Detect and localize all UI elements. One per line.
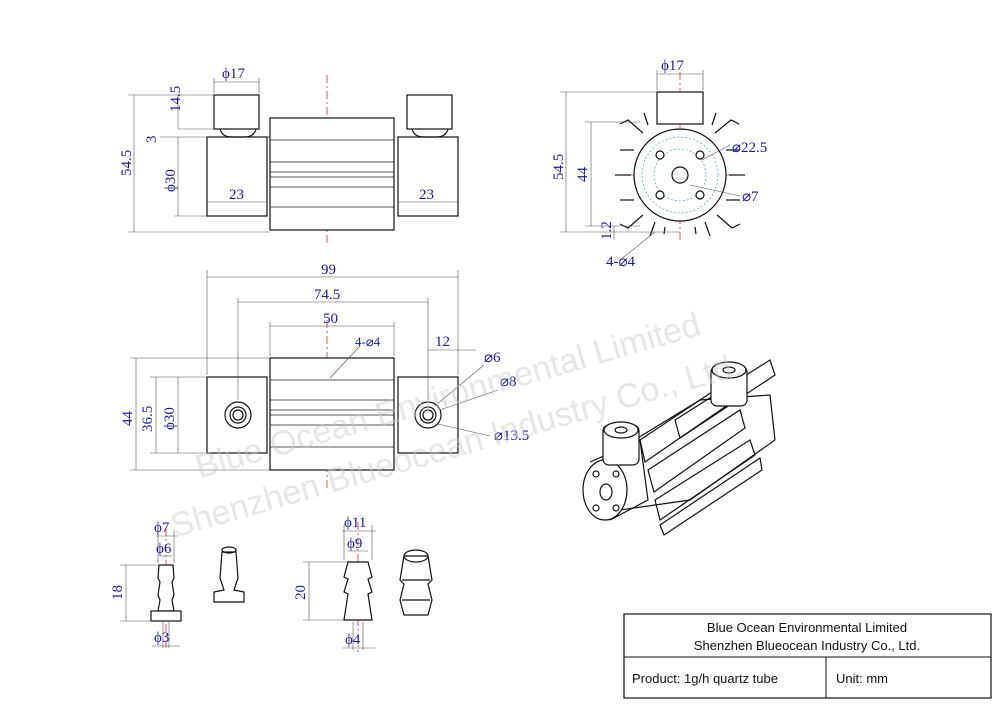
top-h14-5-label: 14.5 — [168, 86, 184, 112]
title-company-cn: Shenzhen Blueocean Industry Co., Ltd. — [694, 638, 920, 653]
front-w74-5-label: 74.5 — [314, 287, 340, 303]
front-phi30-label: ϕ30 — [162, 407, 178, 430]
side-hole-2 — [695, 150, 705, 160]
side-h44-label: 44 — [575, 167, 591, 183]
front-view — [130, 270, 499, 488]
side-h1-2-label: 1.2 — [599, 221, 615, 240]
front-heatsink — [269, 357, 395, 471]
left-nozzle — [213, 94, 260, 130]
top-phi30-label: ϕ30 — [163, 169, 179, 192]
top-h3-label: 3 — [144, 136, 160, 144]
right-nozzle — [406, 94, 453, 130]
small-phi6-label: ϕ6 — [156, 541, 172, 557]
large-phi4-label: ϕ4 — [345, 632, 361, 648]
large-phi9-label: ϕ9 — [347, 536, 362, 552]
left-end-block — [206, 136, 268, 217]
side-holes-label: 4-⌀4 — [606, 254, 636, 270]
front-holes-label: 4-⌀4 — [355, 334, 381, 349]
side-fins — [615, 112, 745, 237]
title-unit: Unit: mm — [836, 671, 888, 686]
side-nozzle — [656, 91, 704, 125]
heatsink-body — [269, 117, 395, 231]
top-phi17-label: ϕ17 — [222, 66, 245, 82]
side-view — [560, 70, 745, 261]
side-hole-1 — [655, 150, 665, 160]
large-h20-label: 20 — [293, 585, 309, 600]
isometric-view — [582, 359, 776, 536]
front-w99-label: 99 — [321, 262, 336, 278]
top-h54-5-label: 54.5 — [119, 150, 135, 176]
fitting-large — [303, 522, 433, 652]
right-end-block — [397, 136, 459, 217]
side-h54-5-label: 54.5 — [551, 154, 567, 180]
front-phi13-5-label: ⌀13.5 — [494, 428, 529, 444]
top-view — [128, 75, 459, 245]
front-w12-label: 12 — [435, 334, 450, 350]
fitting-small — [120, 528, 245, 650]
side-phi7-label: ⌀7 — [742, 189, 759, 205]
top-w23-right-label: 23 — [419, 187, 434, 203]
title-product: Product: 1g/h quartz tube — [632, 671, 778, 686]
side-hole-3 — [655, 190, 665, 200]
title-company-en: Blue Ocean Environmental Limited — [707, 620, 907, 635]
front-h44-label: 44 — [120, 411, 136, 427]
front-phi8-label: ⌀8 — [500, 374, 517, 390]
small-phi3-label: ϕ3 — [154, 630, 169, 646]
front-h36-5-label: 36.5 — [140, 406, 156, 432]
small-phi7-label: ϕ7 — [154, 520, 170, 536]
top-w23-left-label: 23 — [229, 187, 244, 203]
front-w50-label: 50 — [323, 311, 338, 327]
title-block: Blue Ocean Environmental Limited Shenzhe… — [623, 613, 992, 699]
side-phi17-label: ϕ17 — [661, 58, 684, 74]
side-center-hole — [671, 166, 689, 184]
small-h18-label: 18 — [110, 585, 126, 600]
large-phi11-label: ϕ11 — [344, 515, 366, 531]
side-phi22-5-label: ⌀22.5 — [732, 140, 767, 156]
side-hole-4 — [695, 190, 705, 200]
front-phi6-label: ⌀6 — [484, 350, 501, 366]
